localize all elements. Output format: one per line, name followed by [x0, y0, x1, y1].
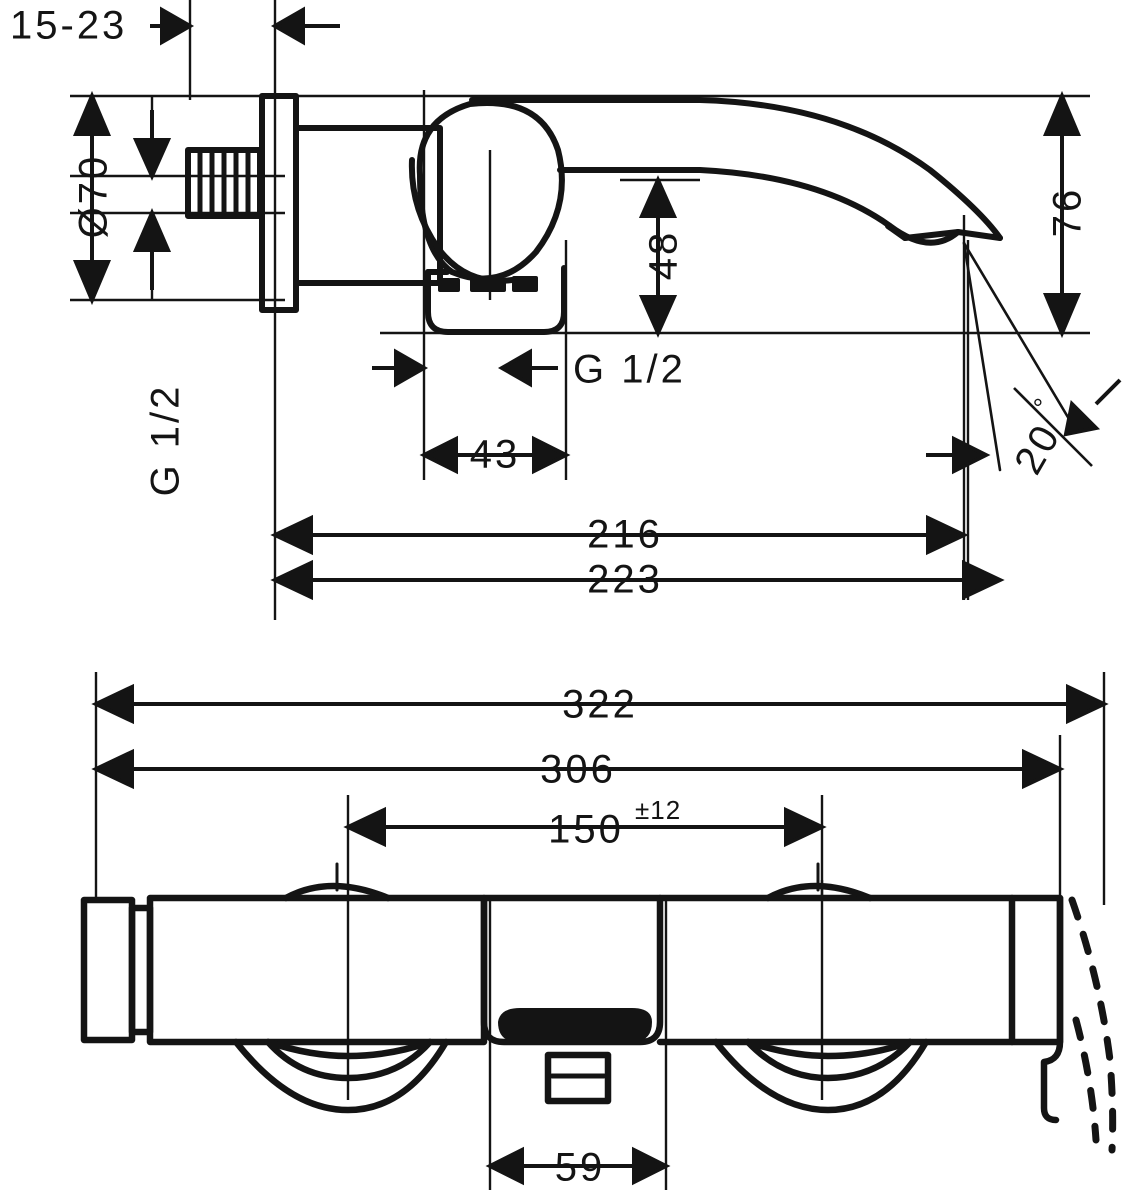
front-view-labels: 322 306 150 ±12 59 [540, 683, 681, 1190]
dim-spout-height-outer: 76 [1046, 187, 1090, 238]
left-handle-top-arc [282, 882, 392, 902]
dim-body-depth-43: 43 [470, 433, 521, 477]
spout-tip-edge2 [885, 223, 908, 241]
dim-overall-width-322: 322 [562, 683, 638, 727]
dim-escutcheon-diameter: Ø70 [72, 154, 116, 239]
side-view-labels: 15-23 Ø70 G 1/2 48 76 G 1/2 43 216 223 2… [10, 4, 1090, 602]
dim-projection-223: 223 [587, 558, 663, 602]
right-lever-body [1040, 894, 1064, 1124]
front-view-product [80, 862, 1064, 1124]
side-view-product [185, 93, 1074, 472]
bottom-outlet-spigot [544, 1051, 612, 1105]
dim-center-distance-tolerance: ±12 [635, 795, 681, 825]
dim-thread-bottom: G 1/2 [573, 348, 686, 392]
left-handle-lens [264, 1038, 434, 1060]
spout-tip-chamfer [955, 229, 1003, 241]
dim-outlet-width-59: 59 [555, 1146, 606, 1190]
right-handle-inner-arc [744, 1038, 914, 1082]
dim-projection-216: 216 [587, 513, 663, 557]
front-view-dimensions [91, 683, 1109, 1186]
dim-body-width-306: 306 [540, 748, 616, 792]
escutcheon-plate [259, 93, 299, 313]
outlet-seal [498, 1008, 652, 1042]
handle-knob [416, 100, 565, 282]
left-handle-inner-arc [264, 1038, 434, 1082]
dim-wall-offset: 15-23 [10, 4, 127, 48]
valve-housing [425, 265, 567, 335]
lever-swing-dashed-arc [1068, 896, 1117, 1154]
spout-upper-curve [469, 97, 1003, 241]
left-barrel [146, 894, 488, 1046]
outlet-pad-center [470, 278, 506, 292]
dim-spout-height-inner: 48 [642, 230, 686, 281]
right-end-cap [1008, 894, 1064, 1046]
handle-knob-inner-edge [408, 157, 515, 284]
left-end-cap [80, 896, 136, 1044]
body-block [293, 125, 443, 286]
outlet-pad-left [438, 278, 460, 292]
center-block [480, 894, 664, 1046]
dim-thread-left: G 1/2 [144, 384, 188, 497]
side-view-dimensions [72, 6, 1122, 601]
spout-tip-edge [902, 229, 961, 241]
dim-center-distance-150: 150 [548, 808, 624, 852]
left-handle-outer-arc [232, 1038, 450, 1114]
right-handle-top-arc [764, 882, 874, 902]
right-barrel [656, 894, 1016, 1046]
outlet-pad-right [512, 276, 538, 292]
dim-spout-angle: 20 [1006, 416, 1069, 482]
spout-lower-curve [557, 167, 961, 246]
right-handle-outer-arc [712, 1038, 930, 1114]
right-handle-lens [744, 1038, 914, 1060]
